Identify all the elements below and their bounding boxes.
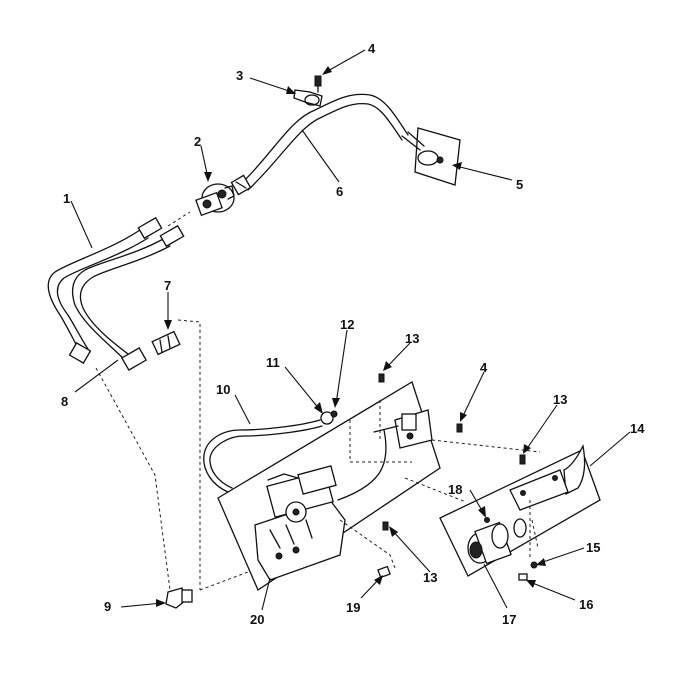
callout-8: 8	[61, 394, 68, 409]
callout-7: 7	[164, 278, 171, 293]
tube-assembly-part-1	[47, 229, 171, 361]
nut-part-12	[330, 410, 338, 418]
callout-6: 6	[336, 184, 343, 199]
callout-5: 5	[516, 177, 523, 192]
callout-9: 9	[104, 599, 111, 614]
callout-13-a: 13	[405, 331, 419, 346]
screw-part-4-mid	[456, 423, 463, 433]
clip-part-19	[377, 565, 391, 579]
callout-4-top: 4	[368, 41, 376, 56]
tube-clip-part-3	[293, 89, 323, 107]
fitting-part-7	[151, 330, 181, 356]
callout-2: 2	[194, 134, 201, 149]
callout-10: 10	[216, 382, 230, 397]
callout-16: 16	[579, 597, 593, 612]
elbow-fitting-part-9	[165, 587, 193, 609]
screw-part-13-b	[519, 454, 526, 465]
washer-part-16	[518, 573, 528, 581]
callout-11: 11	[266, 355, 280, 370]
ignitor-assembly-part-14	[439, 443, 601, 577]
leader-lines	[70, 49, 631, 611]
tube-end-fittings	[68, 216, 185, 371]
fitting-part-11	[320, 411, 334, 425]
igniter-part-17	[467, 518, 527, 565]
callout-14: 14	[630, 421, 645, 436]
screw-part-4-top	[314, 75, 322, 93]
callout-18: 18	[448, 482, 462, 497]
callout-20: 20	[250, 612, 264, 627]
callout-1: 1	[63, 191, 70, 206]
screw-part-13-c	[382, 521, 389, 531]
callout-13-b: 13	[553, 392, 567, 407]
callout-4-mid: 4	[480, 360, 488, 375]
screw-part-13-a	[378, 373, 385, 383]
callout-15: 15	[586, 540, 600, 555]
gas-tube-part-6	[242, 93, 409, 191]
tube-fitting	[230, 174, 252, 196]
callout-3: 3	[236, 68, 243, 83]
callout-13-c: 13	[423, 570, 437, 585]
valve-fitting-part-2	[195, 183, 235, 217]
valve-panel-part-20	[217, 381, 441, 591]
callout-17: 17	[502, 612, 516, 627]
callout-19: 19	[346, 600, 360, 615]
callout-labels: 1 2 3 4 5 6 7 8 9 10 11 12 13 4 13 14 18…	[61, 41, 645, 627]
bracket-plate-part-5	[401, 127, 461, 186]
callout-12: 12	[340, 317, 354, 332]
screw-part-18	[484, 517, 490, 523]
